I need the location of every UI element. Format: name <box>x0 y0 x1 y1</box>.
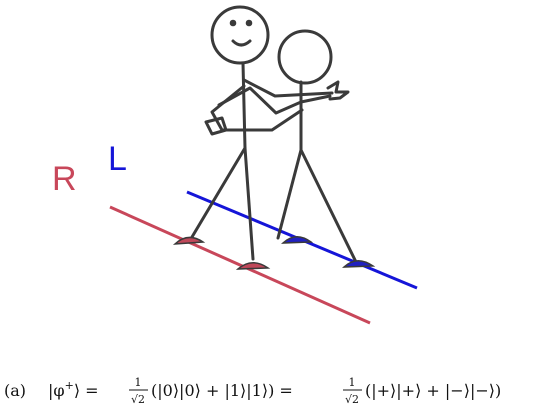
back-person-head <box>277 29 333 85</box>
caption-expr2: (|+⟩|+⟩ + |−⟩|−⟩) <box>365 381 501 400</box>
front-person-right-leg <box>243 146 255 261</box>
foot-front-left-R <box>172 236 206 245</box>
frac1-num: 1 <box>135 376 142 389</box>
front-person-fist <box>204 116 228 136</box>
front-person-arm-over <box>242 78 334 98</box>
back-person-hand <box>326 80 350 101</box>
label-R: R <box>52 160 77 198</box>
frac2-den: √2 <box>345 393 359 406</box>
foot-front-right-R <box>235 262 271 270</box>
foot-back-right-L <box>342 260 376 268</box>
front-person <box>190 5 334 261</box>
foot-back-left-L <box>281 236 314 244</box>
front-person-head <box>210 5 270 65</box>
back-person-raised-arm <box>299 94 332 104</box>
caption-expr1: (|0⟩|0⟩ + |1⟩|1⟩) = <box>151 381 293 400</box>
caption: (a) |φ+⟩ = 1 √2 (|0⟩|0⟩ + |1⟩|1⟩) = 1 √2… <box>4 376 501 406</box>
back-person <box>217 29 358 264</box>
track-line-R <box>109 205 371 325</box>
caption-state: |φ+⟩ = <box>48 379 99 400</box>
back-person-left-leg <box>276 148 303 240</box>
frac1-den: √2 <box>131 393 145 406</box>
caption-tag: (a) <box>4 381 26 400</box>
front-person-left-eye <box>229 19 237 27</box>
label-L: L <box>108 140 127 178</box>
back-person-right-leg <box>299 148 358 264</box>
back-person-arm <box>217 86 303 115</box>
front-person-left-leg <box>190 146 247 239</box>
front-person-right-eye <box>245 19 253 27</box>
front-person-body <box>241 61 247 150</box>
frac2-num: 1 <box>349 376 356 389</box>
front-person-smile <box>231 39 252 47</box>
